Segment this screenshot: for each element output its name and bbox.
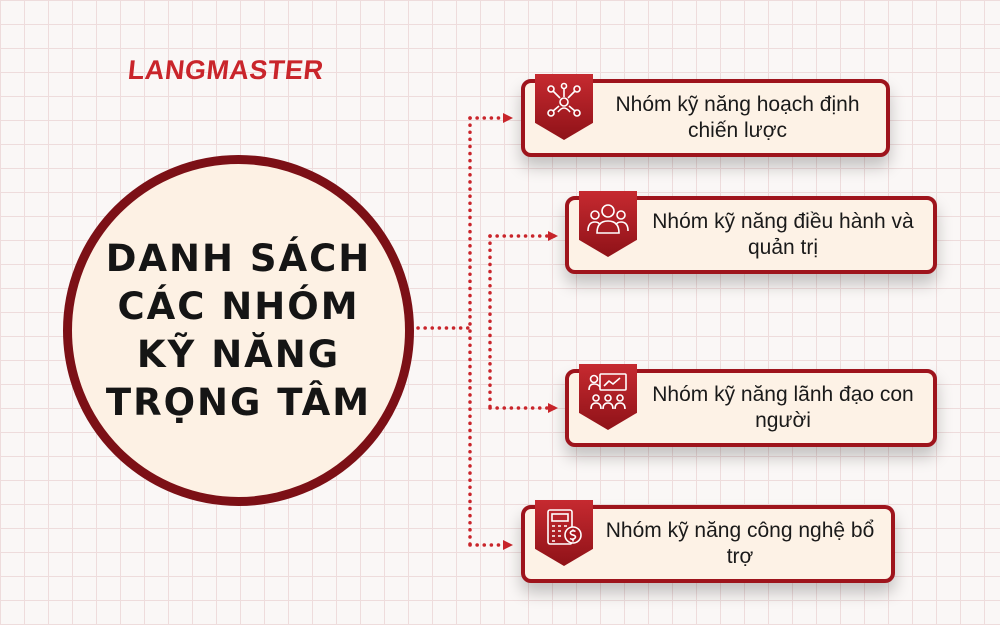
skill-group-card-2: Nhóm kỹ năng điều hành và quản trị — [565, 191, 937, 274]
network-people-icon — [547, 82, 581, 117]
center-title: DANH SÁCH CÁC NHÓM KỸ NĂNG TRỌNG TÂM — [105, 236, 372, 424]
card-badge — [579, 364, 637, 430]
skill-group-card-1: Nhóm kỹ năng hoạch định chiến lược — [521, 74, 890, 157]
card-badge — [535, 500, 593, 566]
skill-group-card-3: Nhóm kỹ năng lãnh đạo con người — [565, 364, 937, 447]
calculator-finance-icon — [547, 509, 582, 545]
skill-group-card-4: Nhóm kỹ năng công nghệ bổ trợ — [521, 500, 895, 583]
card-label: Nhóm kỹ năng lãnh đạo con người — [652, 383, 914, 432]
card-label: Nhóm kỹ năng công nghệ bổ trợ — [605, 519, 875, 568]
card-badge — [535, 74, 593, 140]
card-label: Nhóm kỹ năng hoạch định chiến lược — [615, 93, 860, 142]
card-label: Nhóm kỹ năng điều hành và quản trị — [652, 210, 914, 259]
team-icon — [587, 204, 629, 234]
presentation-meeting-icon — [588, 373, 627, 410]
center-circle: DANH SÁCH CÁC NHÓM KỸ NĂNG TRỌNG TÂM — [63, 155, 414, 506]
card-badge — [579, 191, 637, 257]
